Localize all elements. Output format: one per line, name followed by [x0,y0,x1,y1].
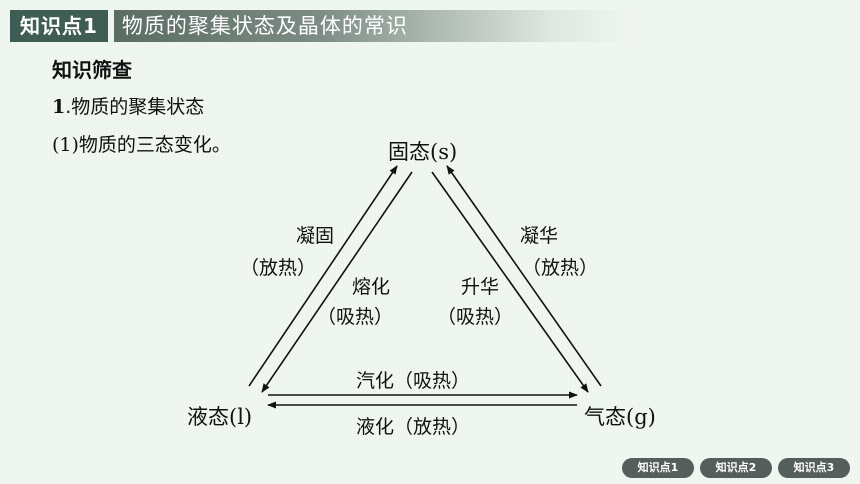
nav-knowledge-point-1[interactable]: 知识点1 [622,458,694,478]
point-heading: 1.物质的聚集状态 [52,92,204,119]
sub-number: (1) [52,134,79,156]
state-solid-name: 固态 [388,140,430,164]
arrow-freezing [248,165,398,387]
point-number: 1 [52,96,66,118]
label-sublimation-heat: （吸热） [437,306,514,328]
label-freezing: 凝固 [296,225,335,247]
slide-header: 知识点1 物质的聚集状态及晶体的常识 [10,10,630,42]
state-liquid: 液态(l) [187,401,252,431]
label-deposition-heat: （放热） [522,257,599,279]
state-gas-symbol: (g) [626,405,656,429]
section-heading: 知识筛查 [52,58,132,82]
sub-point: (1)物质的三态变化。 [52,130,231,157]
state-solid-symbol: (s) [430,140,458,164]
arrow-sublimation [431,171,589,393]
label-melting-heat: （吸热） [317,306,394,328]
nav-knowledge-point-3[interactable]: 知识点3 [778,458,850,478]
nav-knowledge-point-2[interactable]: 知识点2 [700,458,772,478]
label-deposition: 凝华 [520,225,559,247]
state-gas: 气态(g) [584,401,656,431]
arrow-melting [261,171,413,393]
slide-title: 物质的聚集状态及晶体的常识 [113,10,630,42]
state-solid: 固态(s) [388,136,457,166]
label-melting: 熔化 [352,276,391,298]
label-condensation: 液化（放热） [356,416,471,438]
sub-text: 物质的三态变化。 [78,134,231,156]
header-separator [107,10,114,42]
state-liquid-symbol: (l) [229,405,253,429]
label-sublimation: 升华 [461,276,500,298]
point-text: .物质的聚集状态 [65,96,205,118]
state-gas-name: 气态 [584,405,626,429]
label-vaporization: 汽化（吸热） [356,370,471,392]
label-freezing-heat: （放热） [240,257,317,279]
state-liquid-name: 液态 [187,405,229,429]
section-badge: 知识点1 [10,10,108,42]
arrow-deposition [446,165,602,387]
